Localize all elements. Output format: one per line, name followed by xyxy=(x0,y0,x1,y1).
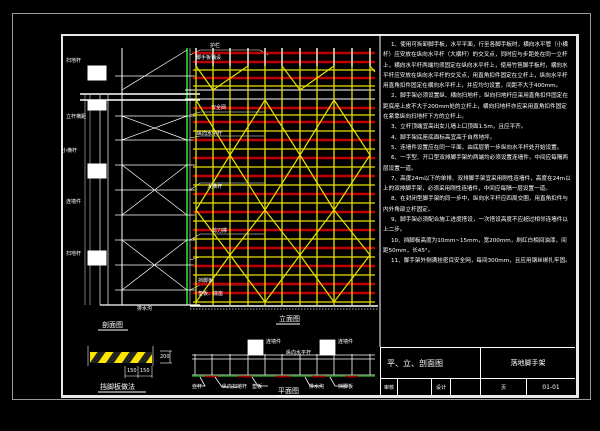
section-label: 小横杆 xyxy=(62,148,78,154)
barrier-detail xyxy=(87,346,172,393)
section-view-caption: 剖面图 xyxy=(102,321,123,329)
section-label: 挡脚板 xyxy=(198,278,214,284)
section-label: 立杆横距 xyxy=(66,114,87,120)
barrier-dim: 200 xyxy=(160,354,170,360)
sheet-number: 01-01 xyxy=(542,383,560,391)
elevation-view-caption: 立面图 xyxy=(279,315,300,323)
section-label: 剪刀撑 xyxy=(212,228,228,234)
barrier-detail-caption: 挡脚板做法 xyxy=(100,383,135,391)
note-item: 9、脚手架必须配合施工进度搭设，一次搭设高度不应超过相邻连墙件以上二步。 xyxy=(383,217,568,234)
elevation-view xyxy=(185,48,378,325)
plan-label: 纵向水平杆 xyxy=(286,350,312,356)
title-block: 平、立、剖面图 落地脚手架 审核 设计 页 01-01 xyxy=(380,347,575,395)
note-item: 1、使用可拆卸脚手板，水平平面，行至各脚手板时，横向水平管（小横杆）应安放在纵向… xyxy=(383,42,568,90)
note-item: 7、高度24m以下的单排、双排脚手架宜采用刚性连墙件，高度在24m以上的双排脚手… xyxy=(383,175,571,193)
note-item: 2、脚手架必须设置纵、横向扫地杆，纵向扫地杆应采用直角扣件固定在距底座上皮不大于… xyxy=(383,93,568,121)
section-view xyxy=(80,48,269,331)
note-item: 6、一字型、开口型双排脚手架的两端均必须设置连墙件，中间应每隔两层设置一道。 xyxy=(383,155,568,172)
section-label: 安全网 xyxy=(211,105,227,111)
drawing-sheet-frame xyxy=(61,34,579,398)
section-label: 纵向水平杆 xyxy=(197,131,223,137)
plan-view xyxy=(192,339,375,397)
note-item: 3、立杆顶端宜高出女儿墙上口顶面1.5m，且应平齐。 xyxy=(391,124,527,131)
section-label: 连墙件 xyxy=(66,199,82,205)
section-label: 扫地杆 xyxy=(66,58,82,64)
plan-label: 垫板 xyxy=(252,384,263,390)
reviewed-label: 审核 xyxy=(381,379,398,395)
section-label: 大横杆 xyxy=(207,184,223,190)
section-label: 护栏 xyxy=(210,43,221,49)
reviewed-value xyxy=(398,379,432,395)
designed-value xyxy=(451,379,481,395)
project-name: 落地脚手架 xyxy=(481,348,575,379)
section-label: 脚手板铺设 xyxy=(196,55,222,61)
note-item: 4、脚手架底座底面标高宜高于自然地坪。 xyxy=(391,134,496,141)
barrier-dim: 150 xyxy=(127,368,137,374)
plan-label: 排水沟 xyxy=(309,384,325,390)
plan-label: 纵向扫地杆 xyxy=(222,384,248,390)
construction-notes: 1、使用可拆卸脚手板，水平平面，行至各脚手板时，横向水平管（小横杆）应安放在纵向… xyxy=(383,40,571,267)
plan-label: 挡脚板 xyxy=(338,384,354,390)
sheet-label: 页 xyxy=(481,379,527,395)
note-item: 11、脚手架外侧满挂密目安全网，每间300mm，且应用钢丝绑扎牢固。 xyxy=(391,258,571,265)
drawing-title: 平、立、剖面图 xyxy=(381,348,481,379)
designed-label: 设计 xyxy=(432,379,451,395)
plan-view-caption: 平面图 xyxy=(278,387,299,395)
drawing-outer-border xyxy=(12,13,591,400)
plan-label: 立杆 xyxy=(192,384,203,390)
section-label: 扫地杆 xyxy=(66,251,82,257)
barrier-dim: 150 xyxy=(140,368,150,374)
plan-label: 连墙件 xyxy=(266,339,282,345)
section-label: 排水沟 xyxy=(137,306,153,312)
plan-label: 连墙件 xyxy=(338,339,354,345)
note-item: 8、在封闭型脚手架的同一步中，纵向水平杆应四周交圈，用直角扣件与内外角部立杆固定… xyxy=(383,196,568,213)
note-item: 5、连墙件设置应在同一平面，由底层第一步纵向水平杆处开始设置。 xyxy=(391,144,563,151)
note-item: 10、挡脚板高度为10mm~15mm，宽200mm，刷红白相间油漆，间距50mm… xyxy=(383,237,567,254)
section-label: 垫板、底座 xyxy=(198,291,224,297)
